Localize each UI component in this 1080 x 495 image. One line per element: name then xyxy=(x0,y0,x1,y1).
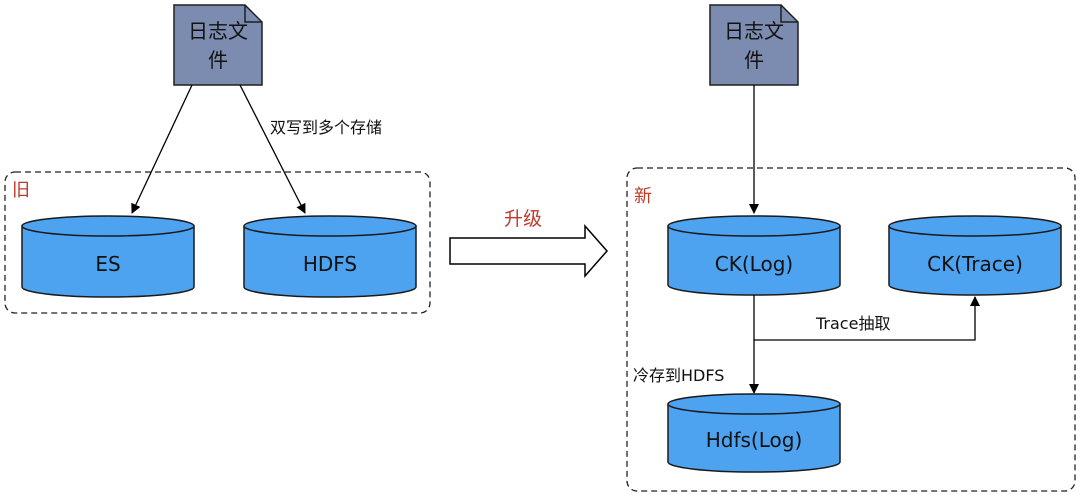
hdfs-database: HDFS xyxy=(243,215,417,298)
document-icon xyxy=(709,4,799,86)
arrow-file-to-es xyxy=(131,84,193,214)
ck-log-database: CK(Log) xyxy=(667,215,841,296)
cold-storage-label: 冷存到HDFS xyxy=(633,366,724,385)
new-log-file-label-line1: 日志文 xyxy=(724,19,784,43)
new-architecture: 日志文 件 新 CK(Log) CK(Trace) Trace抽取 冷存到HDF… xyxy=(626,4,1076,492)
arrow-file-to-hdfs xyxy=(239,84,306,214)
es-database: ES xyxy=(21,215,195,298)
old-group-label: 旧 xyxy=(12,180,30,201)
old-log-file-label-line2: 件 xyxy=(208,48,228,72)
old-log-file-node: 日志文 件 xyxy=(173,4,263,86)
document-icon xyxy=(173,4,263,86)
hdfs-log-database: Hdfs(Log) xyxy=(667,393,841,473)
hdfs-log-label: Hdfs(Log) xyxy=(706,428,803,452)
old-log-file-label-line1: 日志文 xyxy=(188,19,248,43)
new-log-file-node: 日志文 件 xyxy=(709,4,799,86)
old-architecture: 日志文 件 双写到多个存储 旧 ES HDFS xyxy=(4,4,431,314)
arrow-ck-log-to-ck-trace xyxy=(753,295,980,341)
upgrade-label: 升级 xyxy=(504,208,542,230)
old-group-boundary xyxy=(4,171,431,314)
es-label: ES xyxy=(95,252,120,276)
dual-write-label: 双写到多个存储 xyxy=(270,118,382,137)
new-group-label: 新 xyxy=(634,186,652,207)
ck-trace-label: CK(Trace) xyxy=(927,252,1023,276)
new-log-file-label-line2: 件 xyxy=(744,48,764,72)
ck-trace-database: CK(Trace) xyxy=(888,215,1062,296)
hdfs-label: HDFS xyxy=(303,252,357,276)
trace-extract-label: Trace抽取 xyxy=(815,314,890,333)
new-group-boundary xyxy=(626,167,1076,492)
upgrade-arrow: 升级 xyxy=(449,208,608,278)
ck-log-label: CK(Log) xyxy=(715,252,793,276)
